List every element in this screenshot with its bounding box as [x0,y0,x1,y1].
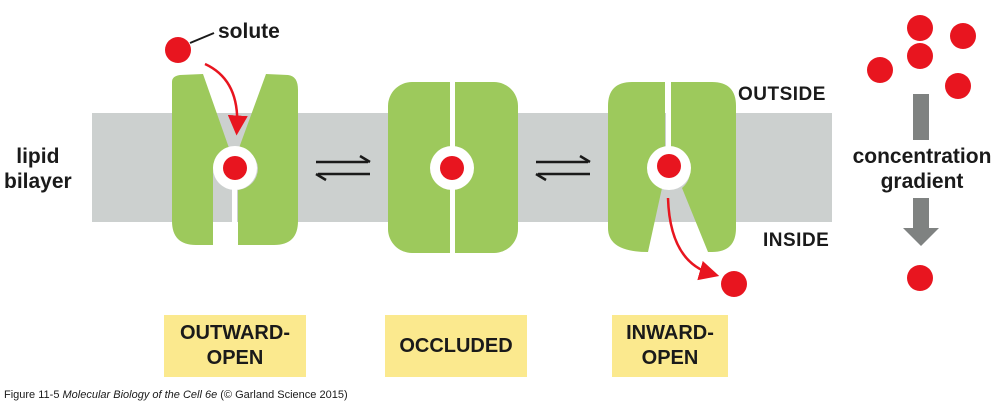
solute-molecule [721,271,747,297]
inward-label-line2: OPEN [641,347,699,369]
solute-exit-arrow [666,197,720,281]
solute-molecule [907,15,933,41]
transporter-occluded [388,82,518,253]
solute-molecule [907,43,933,69]
solute-entry-arrow [204,62,248,136]
outside-label: OUTSIDE [738,84,826,105]
outward-label-line1: OUTWARD- [180,322,290,344]
state-label-occluded: OCCLUDED [385,315,527,377]
solute-molecule [945,73,971,99]
inside-label: INSIDE [763,230,830,251]
occluded-label: OCCLUDED [399,334,513,357]
solute-pointer-line [189,32,215,44]
state-label-inward-open: INWARD- OPEN [612,315,728,377]
solute-molecule [440,156,464,180]
book-title: Molecular Biology of the Cell 6e [62,389,218,401]
solute-molecule [867,57,893,83]
figure-number: Figure 11-5 [4,389,60,401]
gradient-arrow [903,94,939,246]
solute-label: solute [218,20,280,43]
solute-molecule [223,156,247,180]
solute-molecule [657,154,681,178]
equilibrium-arrows [315,154,371,182]
outward-label-line2: OPEN [206,347,264,369]
concentration-gradient-label: concentration gradient [846,144,998,194]
state-label-outward-open: OUTWARD- OPEN [164,315,306,377]
lipid-label-line1: lipid [16,145,60,168]
copyright: (© Garland Science 2015) [220,389,348,401]
lipid-label-line2: bilayer [4,170,72,193]
figure-caption: Figure 11-5 Molecular Biology of the Cel… [4,389,348,401]
equilibrium-arrows [535,154,591,182]
solute-molecule [950,23,976,49]
solute-molecule [907,265,933,291]
solute-molecule [165,37,191,63]
transporter-inward-open [608,82,736,252]
gradient-label-line2: gradient [880,170,964,193]
transporter-outward-open [172,74,298,246]
lipid-bilayer-label: lipid bilayer [4,144,72,194]
inward-label-line1: INWARD- [626,322,714,344]
gradient-label-line1: concentration [852,145,992,168]
